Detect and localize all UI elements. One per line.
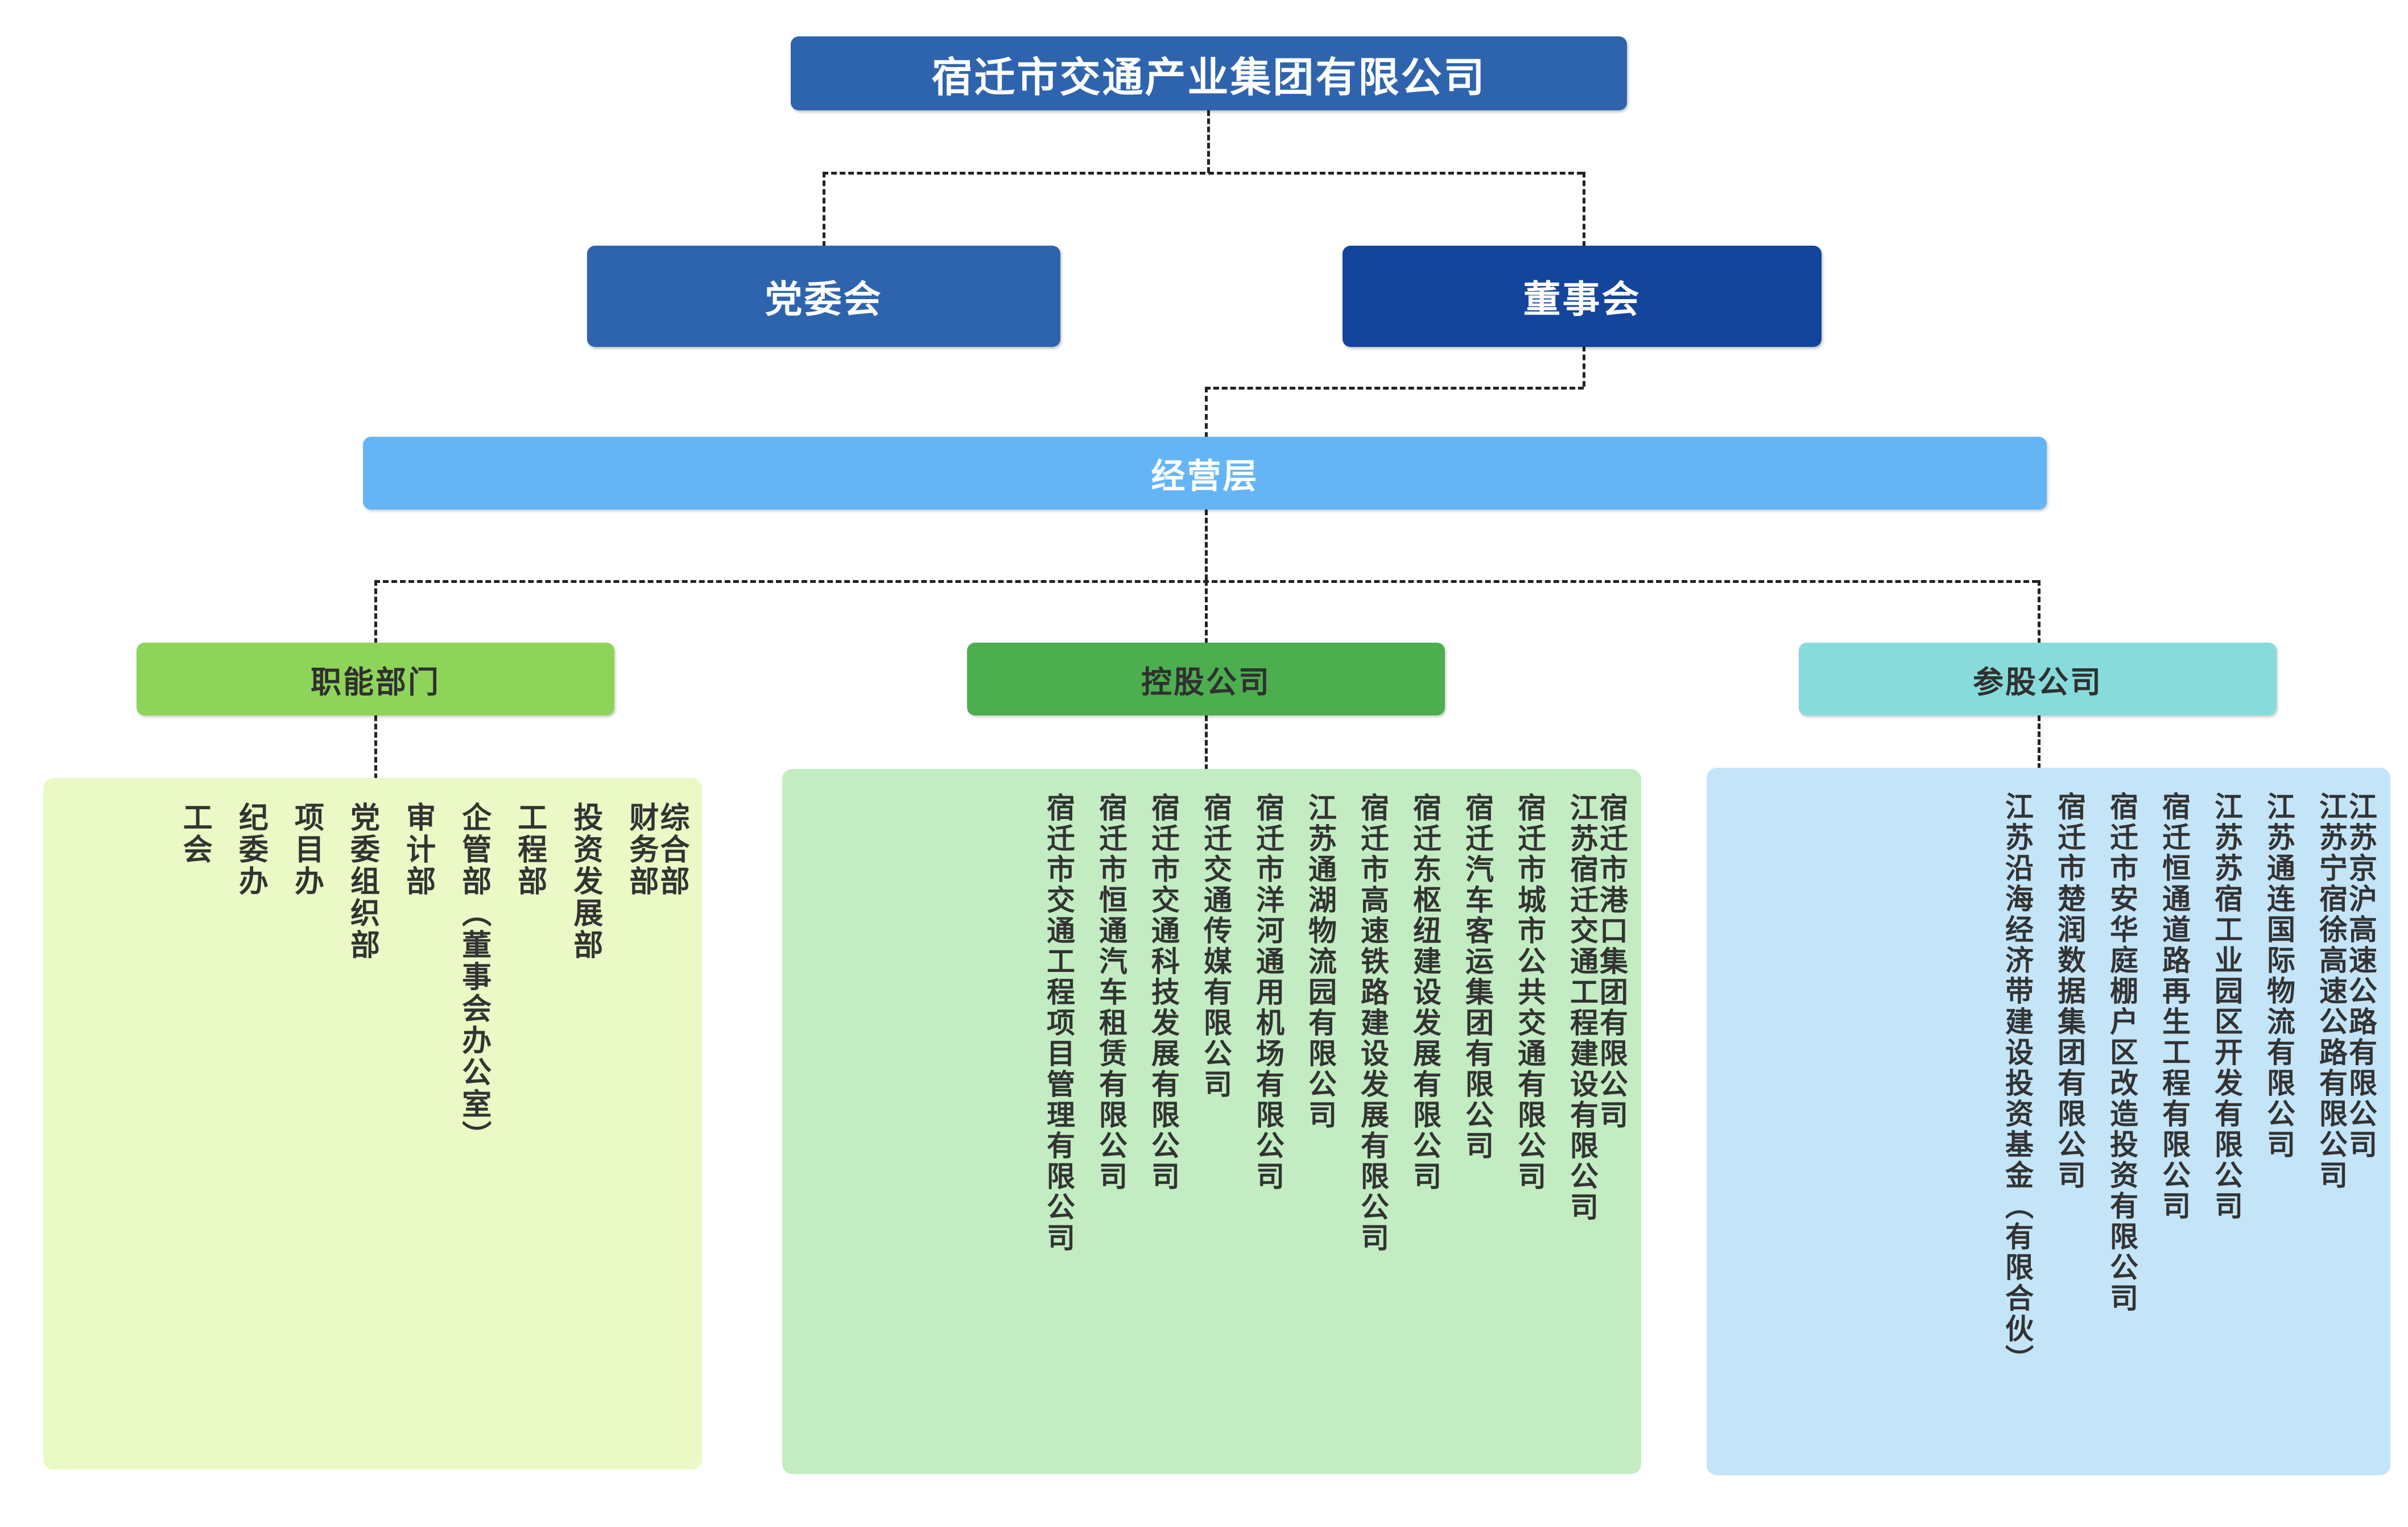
connector-level2-bus bbox=[823, 172, 1583, 175]
connector-board-down bbox=[1583, 346, 1585, 387]
list-item[interactable]: 宿迁市港口集团有限公司 bbox=[1596, 793, 1628, 1131]
category-header-participating-companies[interactable]: 参股公司 bbox=[1799, 643, 2277, 715]
list-item[interactable]: 宿迁恒通道路再生工程有限公司 bbox=[2158, 792, 2190, 1222]
connector-to-holding bbox=[1205, 580, 1208, 644]
list-item[interactable]: 党委组织部 bbox=[345, 802, 379, 961]
list-item[interactable]: 投资发展部 bbox=[568, 802, 602, 961]
list-item[interactable]: 宿迁市高速铁路建设发展有限公司 bbox=[1357, 793, 1389, 1253]
connector-participating-to-panel bbox=[2038, 715, 2041, 769]
list-item[interactable]: 宿迁汽车客运集团有限公司 bbox=[1461, 793, 1493, 1161]
panel-functional-departments: 综合部 财务部 投资发展部 工程部 企管部（董事会办公室） 审计部 党委组织部 … bbox=[43, 778, 702, 1470]
org-root-node[interactable]: 宿迁市交通产业集团有限公司 bbox=[791, 36, 1627, 110]
panel-holding-companies: 宿迁市港口集团有限公司 江苏宿迁交通工程建设有限公司 宿迁市城市公共交通有限公司… bbox=[782, 769, 1641, 1474]
list-item[interactable]: 江苏宁宿徐高速公路有限公司 bbox=[2315, 792, 2347, 1191]
list-item[interactable]: 宿迁市恒通汽车租赁有限公司 bbox=[1095, 793, 1127, 1192]
connector-to-board bbox=[1583, 172, 1585, 247]
connector-to-participating bbox=[2038, 580, 2041, 644]
list-item[interactable]: 工程部 bbox=[513, 802, 546, 897]
list-item[interactable]: 宿迁交通传媒有限公司 bbox=[1200, 793, 1232, 1100]
list-item[interactable]: 江苏京沪高速公路有限公司 bbox=[2345, 792, 2377, 1160]
panel-participating-companies: 江苏京沪高速公路有限公司 江苏宁宿徐高速公路有限公司 江苏通连国际物流有限公司 … bbox=[1707, 768, 2390, 1475]
list-item[interactable]: 江苏沿海经济带建设投资基金（有限合伙） bbox=[2001, 792, 2033, 1375]
list-item[interactable]: 宿迁市安华庭棚户区改造投资有限公司 bbox=[2106, 792, 2138, 1314]
category-header-holding-companies[interactable]: 控股公司 bbox=[967, 643, 1445, 715]
list-item[interactable]: 企管部（董事会办公室） bbox=[457, 802, 490, 1152]
node-board-of-directors[interactable]: 董事会 bbox=[1343, 246, 1822, 347]
list-item[interactable]: 宿迁市交通科技发展有限公司 bbox=[1147, 793, 1179, 1192]
list-item[interactable]: 财务部 bbox=[624, 802, 658, 897]
list-item[interactable]: 宿迁市交通工程项目管理有限公司 bbox=[1043, 793, 1075, 1253]
connector-mgmt-bus bbox=[1205, 387, 1584, 390]
node-party-committee[interactable]: 党委会 bbox=[587, 246, 1060, 347]
connector-root-down bbox=[1207, 110, 1210, 173]
list-item[interactable]: 综合部 bbox=[655, 802, 688, 897]
list-item[interactable]: 宿迁市城市公共交通有限公司 bbox=[1514, 793, 1546, 1192]
list-item[interactable]: 江苏通湖物流园有限公司 bbox=[1304, 793, 1336, 1131]
connector-management-down bbox=[1205, 510, 1208, 580]
category-header-functional-departments[interactable]: 职能部门 bbox=[137, 643, 614, 715]
connector-to-functional bbox=[374, 580, 377, 644]
list-item[interactable]: 江苏苏宿工业园区开发有限公司 bbox=[2211, 792, 2242, 1222]
connector-functional-to-panel bbox=[374, 715, 377, 779]
list-item[interactable]: 纪委办 bbox=[234, 802, 267, 897]
node-management-layer[interactable]: 经营层 bbox=[363, 437, 2047, 510]
list-item[interactable]: 江苏通连国际物流有限公司 bbox=[2263, 792, 2295, 1160]
list-item[interactable]: 宿迁市楚润数据集团有限公司 bbox=[2054, 792, 2085, 1191]
list-item[interactable]: 项目办 bbox=[290, 802, 323, 897]
connector-to-party-committee bbox=[823, 172, 825, 247]
list-item[interactable]: 江苏宿迁交通工程建设有限公司 bbox=[1566, 793, 1598, 1223]
list-item[interactable]: 工会 bbox=[178, 802, 212, 866]
list-item[interactable]: 宿迁东枢纽建设发展有限公司 bbox=[1409, 793, 1441, 1192]
list-item[interactable]: 宿迁市洋河通用机场有限公司 bbox=[1252, 793, 1284, 1192]
connector-to-management bbox=[1205, 387, 1208, 438]
connector-holding-to-panel bbox=[1205, 715, 1208, 770]
list-item[interactable]: 审计部 bbox=[401, 802, 435, 897]
